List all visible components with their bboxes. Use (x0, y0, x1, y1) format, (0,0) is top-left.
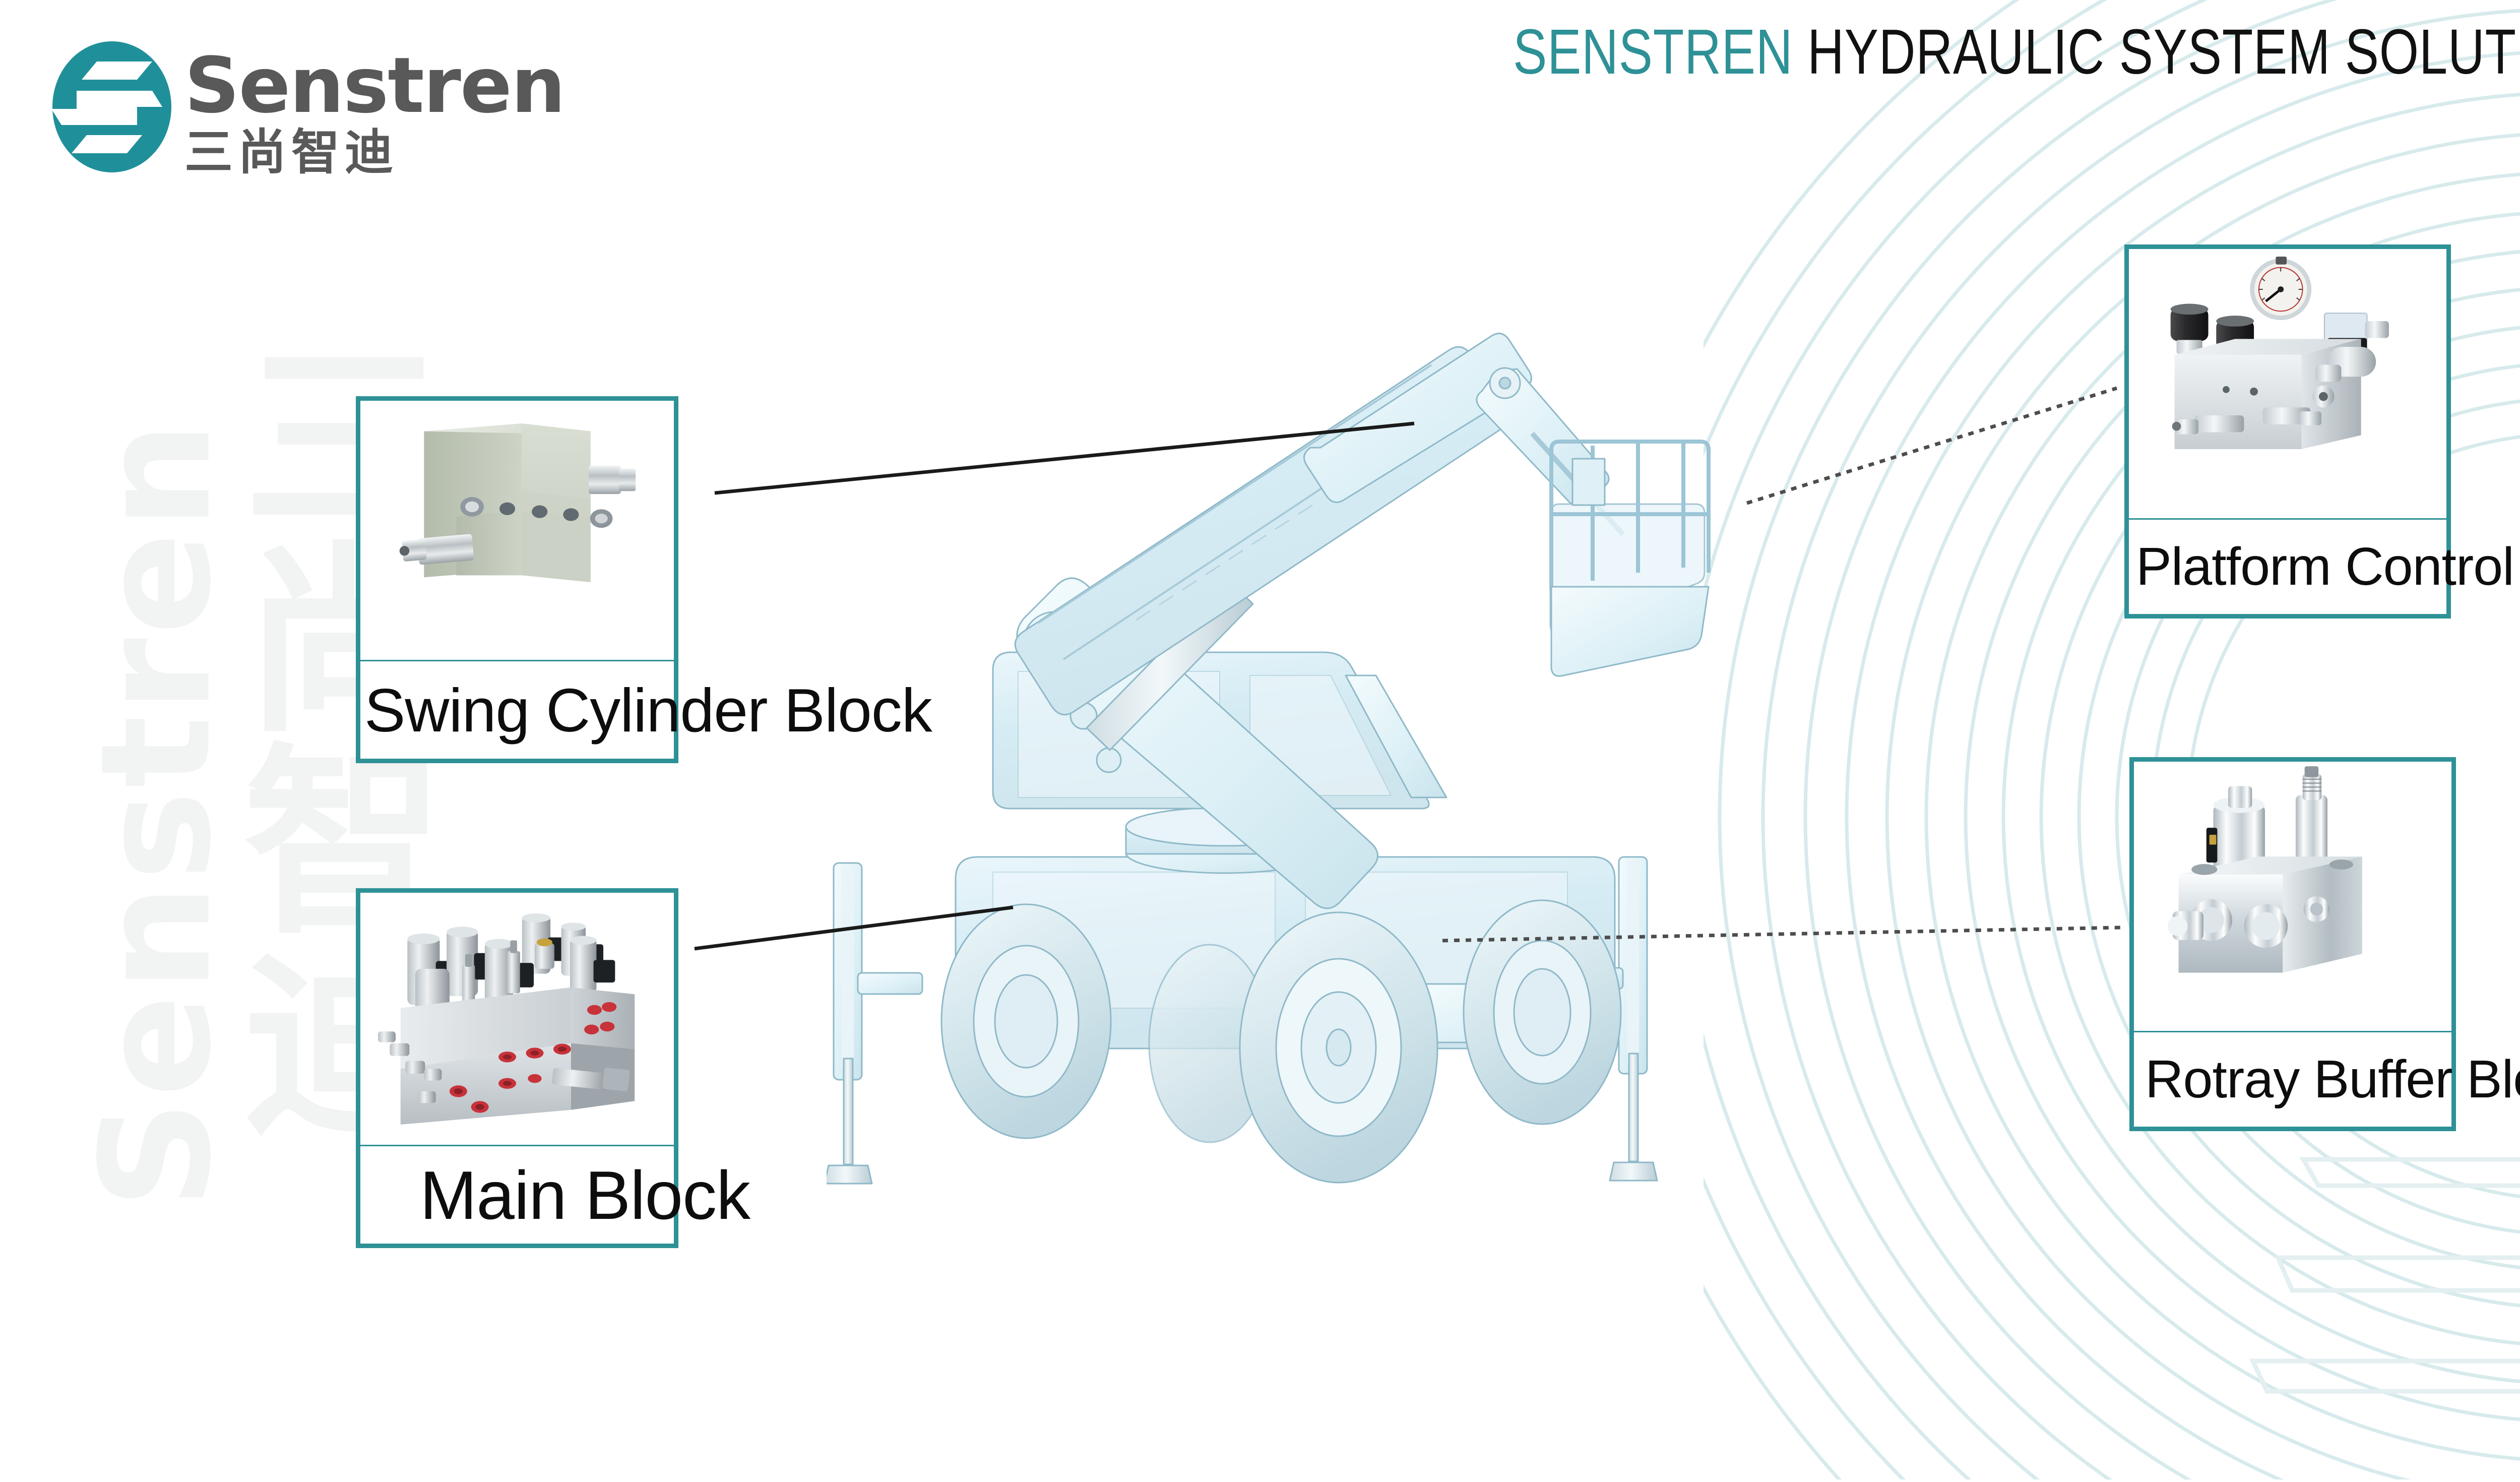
senstren-logo-icon (51, 41, 171, 172)
outline-logo-watermark (2249, 1157, 2520, 1394)
boom-lift-illustration (827, 333, 1711, 1185)
platform-connector (1746, 386, 2118, 505)
wheel-front (1239, 911, 1438, 1184)
title-brand: SENSTREN (1513, 16, 1793, 87)
platform-basket (1549, 440, 1711, 677)
callout-card-platform-control-block[interactable]: Platform Control Block (2124, 244, 2520, 619)
wheel-rear-right (1463, 899, 1622, 1125)
concentric-arcs (1704, 0, 2520, 1479)
platform-control-block-label: Platform Control Block (2129, 518, 2520, 614)
title-subtitle: HYDRAULIC SYSTEM SOLUTION (1807, 16, 2520, 87)
swing-cylinder-block-image (360, 401, 674, 660)
wheel-rear-left (940, 903, 1112, 1139)
callout-card-main-block[interactable]: Main Block (356, 888, 750, 1248)
rotray-buffer-block-label: Rotray Buffer Block (2134, 1031, 2520, 1127)
brand-logo[interactable]: Senstren 三尚智迪 (48, 39, 565, 181)
watermark-latin: Senstren (68, 418, 244, 1209)
callout-card-swing-cylinder-block[interactable]: Swing Cylinder Block (356, 396, 932, 763)
platform-control-block-image (2129, 249, 2446, 518)
callout-card-rotray-buffer-block[interactable]: Rotray Buffer Block (2129, 757, 2520, 1131)
rotray-buffer-block-image (2134, 762, 2451, 1031)
outrigger-left (827, 862, 923, 1185)
logo-chinese: 三尚智迪 (184, 124, 398, 181)
page-header: Senstren 三尚智迪 SENSTREN HYDRAULIC SYSTEM … (0, 0, 2520, 212)
page-title: SENSTREN HYDRAULIC SYSTEM SOLUTION (1513, 15, 2520, 88)
swing-cylinder-block-label: Swing Cylinder Block (360, 660, 932, 759)
main-block-label: Main Block (360, 1145, 750, 1244)
main-block-image (360, 893, 674, 1145)
logo-wordmark: Senstren (184, 41, 565, 130)
